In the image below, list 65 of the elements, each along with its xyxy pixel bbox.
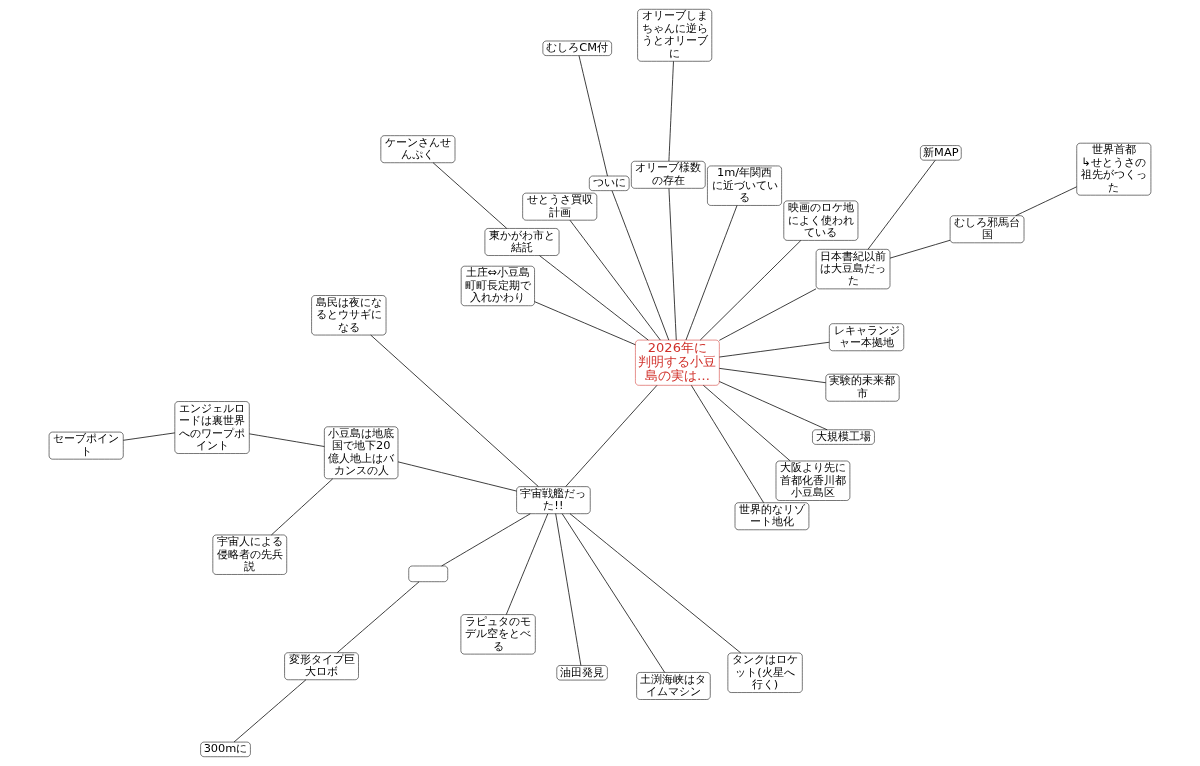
node-box: ケーンさんせんぷく xyxy=(380,135,456,163)
node-box: 土庄⇔小豆島町町長定期で入れかわり xyxy=(460,265,535,306)
node-box: オリーブ様数の存在 xyxy=(631,161,706,189)
connector xyxy=(889,239,951,259)
node-box: 世界首都 ↳せとうさの祖先がつくった xyxy=(1076,142,1152,196)
node-box: レキャランジャー本拠地 xyxy=(829,323,905,352)
connector xyxy=(699,240,802,341)
node-box: 300mに xyxy=(200,741,251,757)
connector xyxy=(555,513,582,666)
node-box: 変形タイプ巨大ロボ xyxy=(284,652,359,681)
node-box: 宇宙人による侵略者の先兵説 xyxy=(212,534,287,575)
node-box: 小豆島は地底国で地下20億人地上はバカンスの人 xyxy=(324,426,399,479)
connector xyxy=(569,513,742,654)
connector xyxy=(539,255,649,341)
node-box: 実験的未来都市 xyxy=(825,373,900,402)
node-box xyxy=(408,565,448,582)
connector xyxy=(122,432,176,441)
node-box: セーブポイント xyxy=(48,431,124,460)
connector xyxy=(534,301,636,346)
connector xyxy=(249,433,325,447)
connector xyxy=(578,55,608,177)
connector xyxy=(718,341,830,358)
node-box: オリーブしまちゃんに逆らうとオリーブに xyxy=(637,9,713,62)
node-box: 新MAP xyxy=(920,145,962,161)
node-box: 宇宙戦艦だった!! xyxy=(516,486,591,514)
node-box: タンクはロケット(火星へ行く) xyxy=(727,652,803,693)
connector xyxy=(718,367,827,384)
connector xyxy=(668,60,674,162)
node-box: 東かがわ市と結託 xyxy=(484,228,560,256)
connector xyxy=(690,384,764,504)
connector xyxy=(611,190,670,341)
node-box: ラピュタのモデル空をとべる xyxy=(460,614,536,655)
node-box: 油田発見 xyxy=(556,665,608,681)
connector xyxy=(233,679,307,743)
connector xyxy=(569,219,661,341)
connector xyxy=(719,381,828,431)
node-box: 土渕海峡はタイムマシン xyxy=(636,672,711,700)
node-box: ついに xyxy=(589,175,630,191)
connector xyxy=(702,384,791,462)
connector xyxy=(271,478,334,536)
node-box: 映画のロケ地によく使われている xyxy=(783,200,859,241)
node-box: 日本書紀以前は大豆島だった xyxy=(815,249,891,290)
node-box: 大規模工場 xyxy=(812,429,875,445)
connector xyxy=(668,187,677,341)
node-box: 世界的なリゾート地化 xyxy=(734,502,810,531)
connector xyxy=(718,288,817,341)
connector xyxy=(561,513,666,673)
connector xyxy=(685,205,738,341)
connector xyxy=(1015,186,1078,217)
node-box: 大阪より先に首都化香川都小豆島区 xyxy=(775,460,851,501)
connector xyxy=(505,513,549,615)
connector xyxy=(432,162,508,229)
node-box: せとうさ買収計画 xyxy=(522,192,598,221)
connector xyxy=(565,384,658,487)
node-box: むしろCM付 xyxy=(542,40,612,56)
connector xyxy=(336,581,420,654)
connector xyxy=(441,513,531,567)
node-box: 島民は夜になるとウサギになる xyxy=(311,295,387,336)
connector xyxy=(370,334,539,487)
node-box: 2026年に判明する小豆島の実は… xyxy=(635,339,720,386)
connector xyxy=(867,159,936,250)
node-box: むしろ邪馬台国 xyxy=(949,215,1025,244)
node-box: 1m/年関西に近づいている xyxy=(707,165,782,206)
node-box: エンジェルロードは裏世界へのワープポイント xyxy=(174,401,250,454)
connector xyxy=(397,461,517,492)
